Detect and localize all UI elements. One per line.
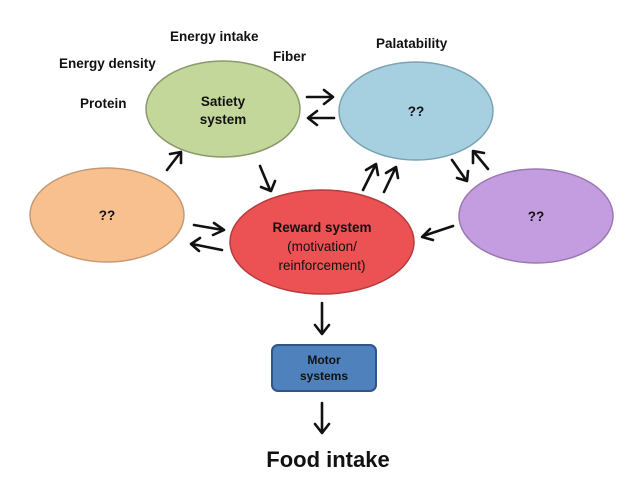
satiety-ellipse (145, 60, 301, 158)
arrow-satiety-to-reward (258, 164, 277, 193)
reward-ellipse (229, 189, 415, 295)
palatability-node: ?? (338, 61, 494, 161)
arrow-palatability-to-right (450, 158, 470, 183)
left-unknown-node: ?? (29, 167, 185, 263)
satiety-label-line1: Satiety (201, 94, 246, 109)
satiety-system-node: Satiety system (145, 60, 301, 158)
arrow-palatability-to-satiety (306, 109, 336, 127)
reward-system-node: Reward system (motivation/ reinforcement… (229, 189, 415, 295)
right-unknown-node: ?? (458, 168, 614, 264)
motor-box (271, 344, 377, 392)
label-energy-intake: Energy intake (170, 29, 259, 44)
right-unknown-ellipse (458, 168, 614, 264)
right-unknown-label: ?? (528, 209, 545, 224)
motor-systems-node: Motor systems (271, 344, 377, 392)
arrow-satiety-to-palatability (305, 88, 335, 106)
arrow-right-to-reward (420, 224, 455, 242)
arrow-left-to-satiety (165, 150, 183, 172)
left-unknown-ellipse (29, 167, 185, 263)
left-unknown-label: ?? (99, 208, 116, 223)
arrow-reward-to-motor (313, 301, 331, 336)
reward-label-line3: reinforcement) (278, 258, 365, 273)
label-protein: Protein (80, 96, 127, 111)
palatability-ellipse (338, 61, 494, 161)
motor-label-line2: systems (300, 369, 348, 383)
satiety-label-line2: system (200, 112, 247, 127)
arrow-motor-to-food-intake (313, 401, 331, 435)
arrow-right-to-palatability (471, 149, 490, 171)
palatability-unknown-label: ?? (408, 104, 425, 119)
arrow-left-to-reward (192, 221, 226, 237)
label-energy-density: Energy density (59, 56, 156, 71)
reward-label-line1: Reward system (272, 220, 371, 235)
arrow-reward-to-left (189, 236, 224, 253)
motor-label-line1: Motor (307, 353, 341, 367)
reward-label-line2: (motivation/ (287, 239, 357, 254)
label-palatability: Palatability (376, 36, 448, 51)
arrow-reward-to-palatability-right (382, 165, 400, 194)
label-fiber: Fiber (273, 49, 307, 64)
arrow-reward-to-palatability-left (361, 162, 380, 192)
food-intake-label: Food intake (266, 447, 389, 472)
